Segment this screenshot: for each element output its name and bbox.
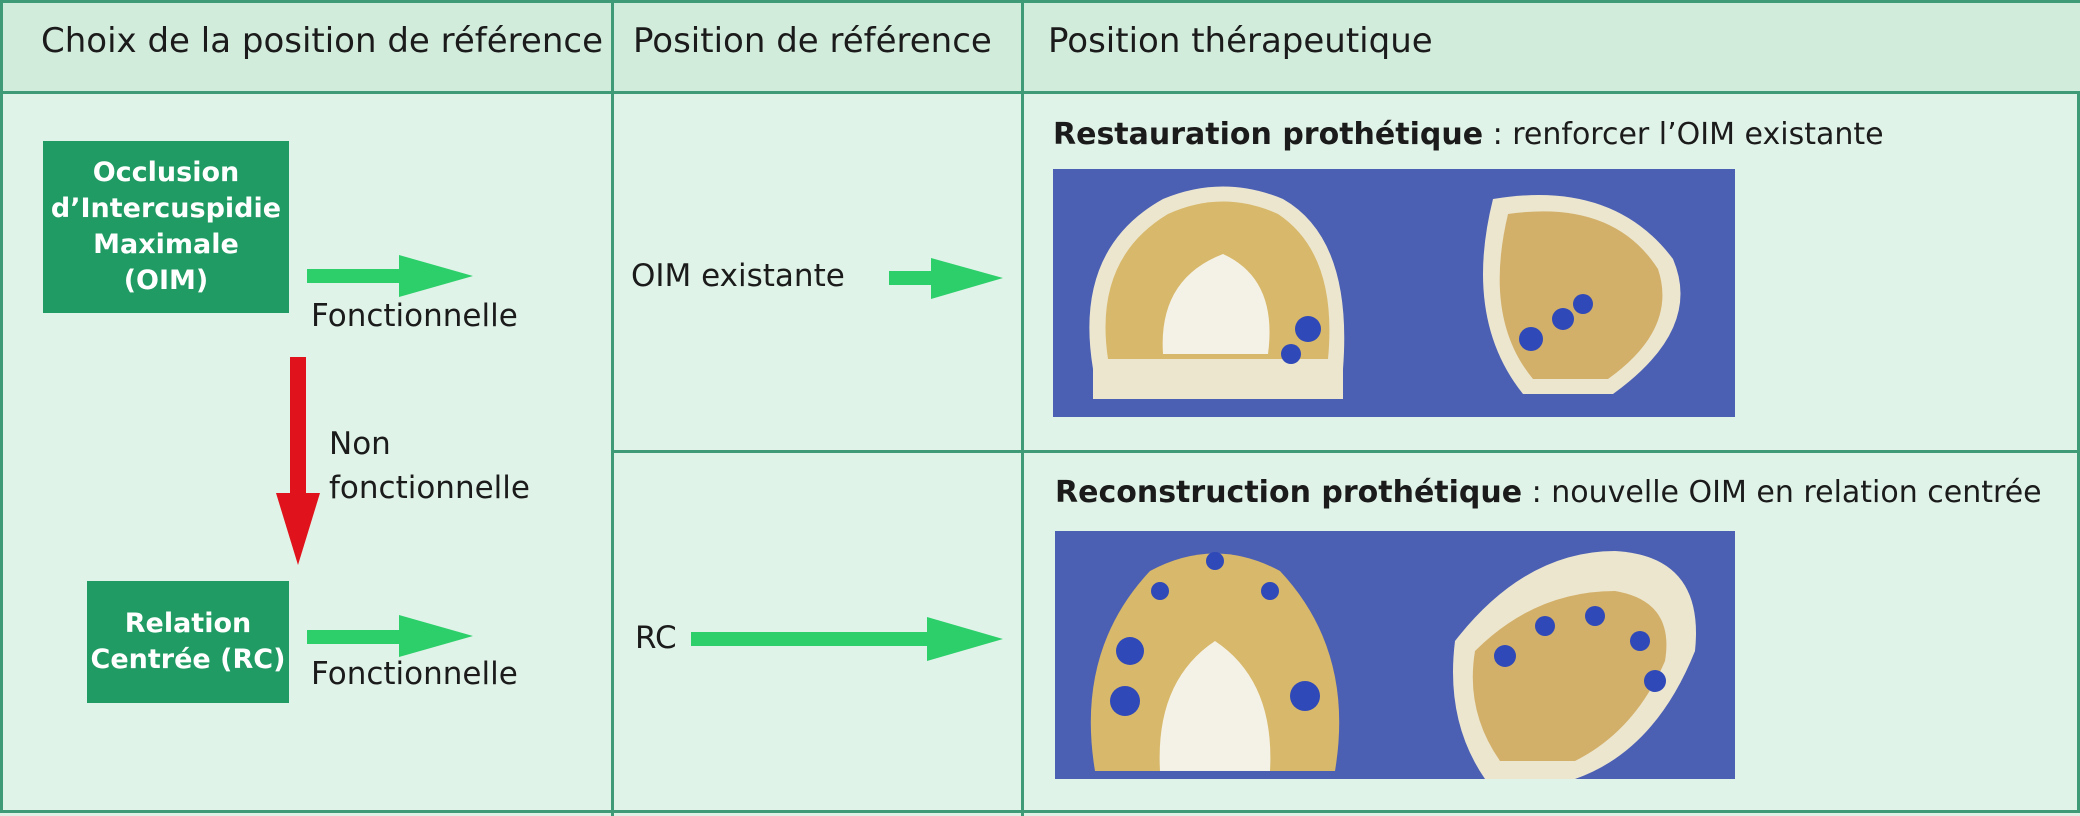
reconstruction-title-rest: : nouvelle OIM en relation centrée bbox=[1522, 475, 2042, 510]
oim-box-line-4: (OIM) bbox=[123, 265, 209, 296]
arrow-rc-to-rc-position bbox=[307, 615, 473, 657]
oim-box-line-1: Occlusion bbox=[92, 157, 240, 188]
oim-box-line-2: d’Intercuspidie bbox=[50, 193, 282, 224]
arrow-oim-to-oim-existante bbox=[307, 255, 473, 297]
arrows-layer bbox=[276, 255, 1003, 661]
arrow-oim-to-rc-non-fonctionnelle bbox=[276, 357, 320, 565]
header-choix: Choix de la position de référence bbox=[41, 21, 603, 61]
oim-box: Occlusion d’Intercuspidie Maximale (OIM) bbox=[43, 141, 289, 313]
dental-cast-image-bottom bbox=[1055, 531, 1735, 779]
reconstruction-photo bbox=[1055, 531, 1735, 779]
non-label: Non bbox=[329, 426, 391, 462]
restauration-photo bbox=[1053, 169, 1735, 417]
column-divider-1 bbox=[611, 3, 614, 816]
rc-box-line-1: Relation bbox=[124, 608, 252, 639]
fonctionnelle-bottom-label: Fonctionnelle bbox=[311, 656, 518, 692]
restauration-title: Restauration prothétique : renforcer l’O… bbox=[1053, 117, 1884, 152]
fonctionnelle-top-label: Fonctionnelle bbox=[311, 298, 518, 334]
header-position-therapeutique: Position thérapeutique bbox=[1048, 21, 1433, 61]
rc-box: Relation Centrée (RC) bbox=[87, 581, 289, 703]
oim-existante-label: OIM existante bbox=[631, 258, 845, 294]
restauration-title-bold: Restauration prothétique bbox=[1053, 117, 1484, 152]
dental-cast-image-top bbox=[1053, 169, 1735, 417]
header-position-reference: Position de référence bbox=[633, 21, 992, 61]
rc-label: RC bbox=[635, 620, 677, 656]
arrow-oim-existante-to-restauration bbox=[889, 258, 1003, 299]
header-row bbox=[3, 3, 2080, 91]
restauration-title-rest: : renforcer l’OIM existante bbox=[1483, 117, 1884, 152]
rc-box-line-2: Centrée (RC) bbox=[90, 644, 286, 675]
reconstruction-title: Reconstruction prothétique : nouvelle OI… bbox=[1055, 475, 2042, 510]
arrow-rc-to-reconstruction bbox=[691, 617, 1003, 661]
header-divider bbox=[3, 91, 2080, 94]
row-divider bbox=[611, 450, 2080, 453]
reconstruction-title-bold: Reconstruction prothétique bbox=[1055, 475, 1523, 510]
oim-box-line-3: Maximale bbox=[93, 229, 239, 260]
non-fonctionnelle-label: fonctionnelle bbox=[329, 470, 530, 506]
column-divider-2 bbox=[1021, 3, 1024, 816]
